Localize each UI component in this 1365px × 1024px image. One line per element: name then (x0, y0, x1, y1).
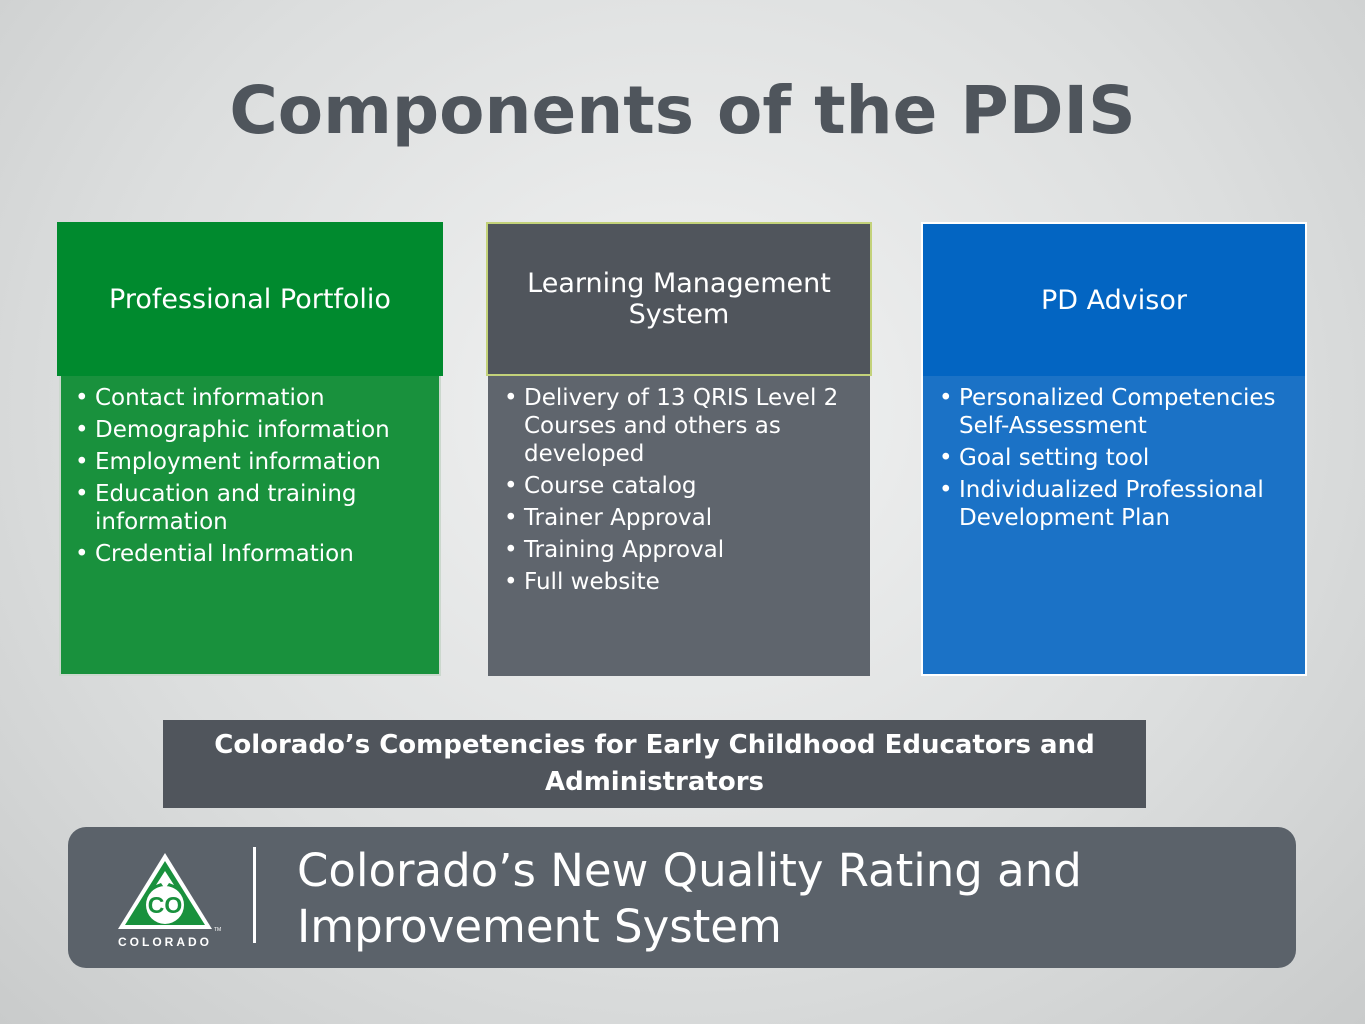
column-body: Delivery of 13 QRIS Level 2 Courses and … (488, 376, 870, 676)
list-item: Training Approval (502, 536, 848, 564)
competencies-band: Colorado’s Competencies for Early Childh… (163, 720, 1146, 808)
list-item: Delivery of 13 QRIS Level 2 Courses and … (502, 384, 848, 468)
list-item: Trainer Approval (502, 504, 848, 532)
footer-title: Colorado’s New Quality Rating and Improv… (297, 844, 1082, 953)
bullet-list: Personalized Competencies Self-Assessmen… (937, 384, 1287, 532)
list-item: Demographic information (73, 416, 421, 444)
slide-title: Components of the PDIS (229, 72, 1136, 149)
logo-abbrev: CO (148, 892, 183, 918)
list-item: Course catalog (502, 472, 848, 500)
bullet-list: Contact information Demographic informat… (73, 384, 421, 568)
column-body: Contact information Demographic informat… (59, 376, 441, 676)
list-item: Individualized Professional Development … (937, 476, 1287, 532)
list-item: Employment information (73, 448, 421, 476)
list-item: Full website (502, 568, 848, 596)
column-body: Personalized Competencies Self-Assessmen… (921, 376, 1307, 676)
column-professional-portfolio: Professional Portfolio Contact informati… (57, 222, 443, 676)
column-learning-management-system: Learning Management System Delivery of 1… (486, 222, 872, 676)
column-heading: PD Advisor (921, 222, 1307, 376)
footer-banner: CO COLORADO TM Colorado’s New Quality Ra… (68, 827, 1296, 968)
list-item: Education and training information (73, 480, 421, 536)
list-item: Contact information (73, 384, 421, 412)
list-item: Credential Information (73, 540, 421, 568)
logo-trademark: TM (214, 927, 221, 933)
logo-divider (253, 847, 256, 943)
bullet-list: Delivery of 13 QRIS Level 2 Courses and … (502, 384, 848, 596)
list-item: Personalized Competencies Self-Assessmen… (937, 384, 1287, 440)
list-item: Goal setting tool (937, 444, 1287, 472)
colorado-co-logo-icon: CO COLORADO TM (118, 853, 221, 949)
column-pd-advisor: PD Advisor Personalized Competencies Sel… (921, 222, 1307, 676)
column-heading: Professional Portfolio (57, 222, 443, 376)
column-heading: Learning Management System (486, 222, 872, 376)
logo-wordmark: COLORADO (118, 935, 212, 949)
